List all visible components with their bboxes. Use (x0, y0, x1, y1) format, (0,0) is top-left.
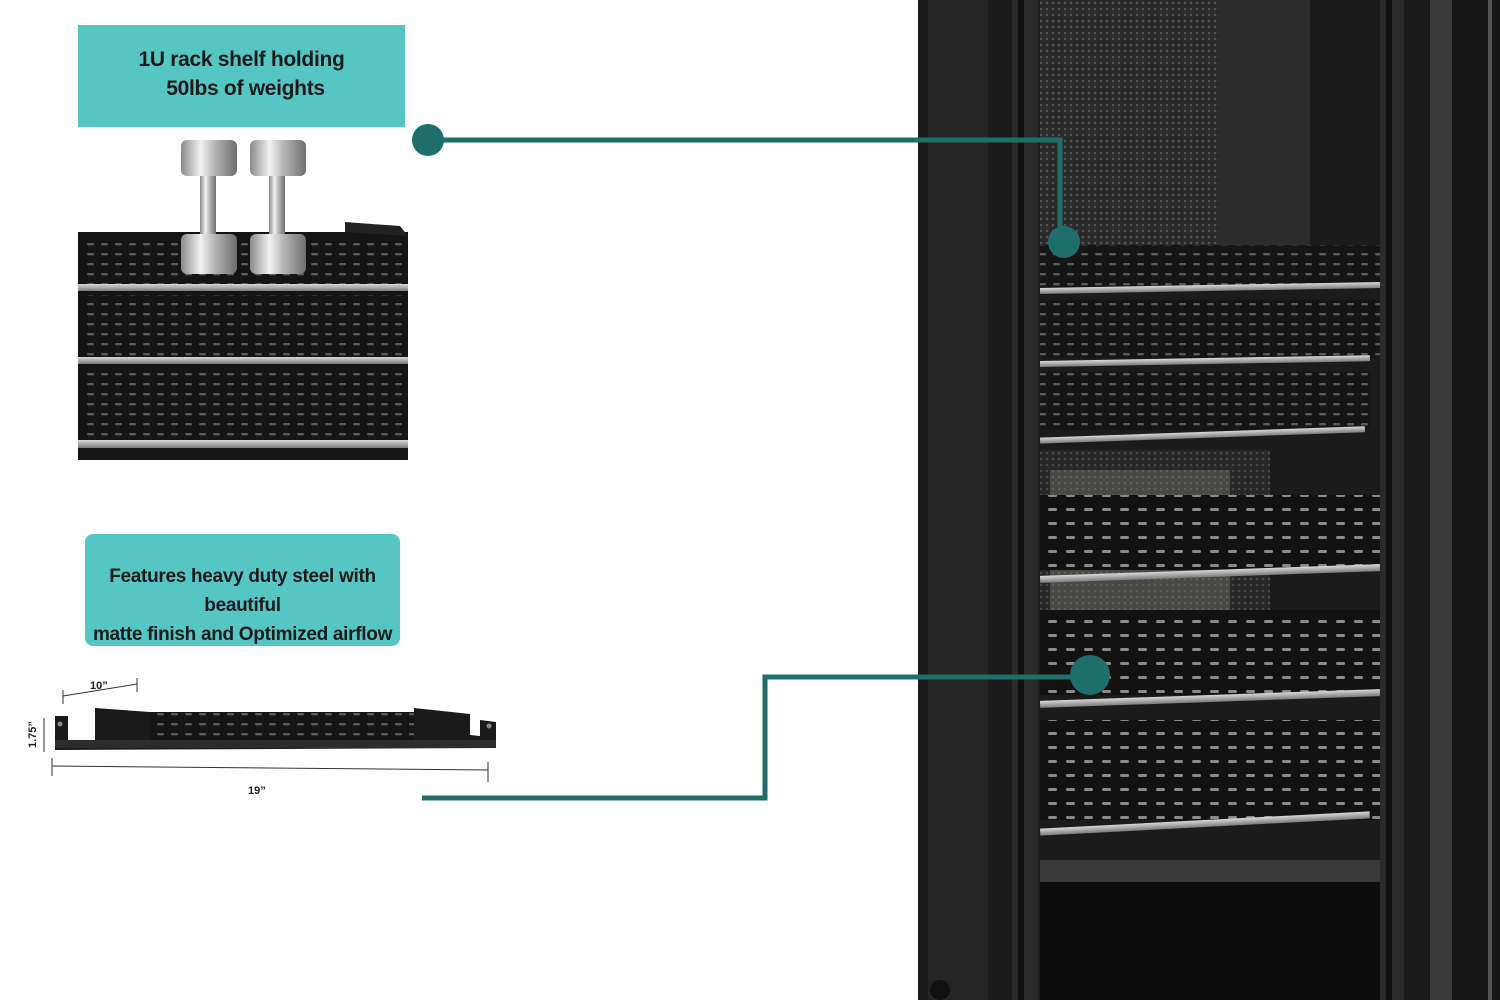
callout-features-line1: Features heavy duty steel with beautiful (109, 566, 376, 616)
rack-shelves (1039, 245, 1381, 836)
dimension-depth-label: 10” (90, 680, 108, 692)
callout-weight-capacity: 1U rack shelf holding 50lbs of weights (78, 25, 405, 127)
connector-end-dot (1070, 655, 1110, 695)
shelf-dimension-diagram (43, 678, 496, 782)
callout-features-line2: matte finish and Optimized airflow (92, 624, 393, 645)
dimension-height-label: 1.75” (27, 721, 39, 748)
dumbbell-icon (250, 140, 306, 274)
callout-weight-line1: 1U rack shelf holding (138, 48, 345, 71)
dimension-width-label: 19” (248, 785, 266, 797)
connector-bottom (422, 674, 1090, 801)
connector-end-dot (1048, 226, 1080, 258)
connector-top (428, 137, 1063, 242)
callout-material-features: Features heavy duty steel with beautiful… (85, 534, 400, 646)
stacked-shelves-photo (78, 140, 408, 460)
server-rack-photo (918, 0, 1500, 1000)
dumbbell-icon (181, 140, 237, 274)
callout-weight-line2: 50lbs of weights (166, 77, 325, 100)
connector-start-dot (412, 124, 444, 156)
